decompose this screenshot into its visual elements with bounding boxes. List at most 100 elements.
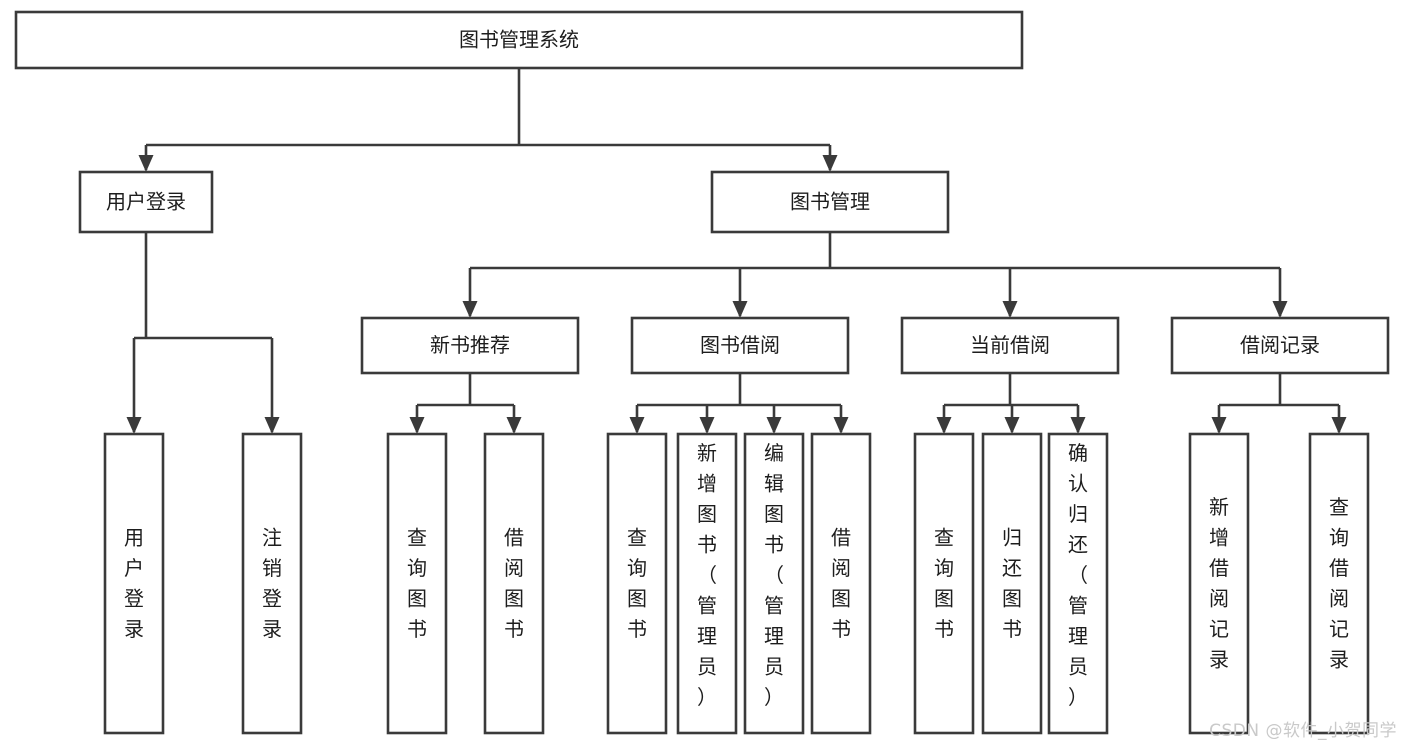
vertical-char: 图 xyxy=(934,587,954,611)
vertical-char: 阅 xyxy=(1329,587,1349,611)
arrow-head-icon xyxy=(1211,417,1227,434)
vertical-char: 录 xyxy=(1209,648,1229,672)
node-leaf-user-login-box[interactable] xyxy=(103,432,165,735)
vertical-char: 理 xyxy=(1068,624,1088,648)
node-book-borrow-box[interactable] xyxy=(630,316,850,375)
arrow-head-icon xyxy=(138,155,154,172)
vertical-char: 查 xyxy=(934,526,954,550)
vertical-char: 销 xyxy=(262,556,282,580)
arrow-head-icon xyxy=(833,417,849,434)
vertical-char: 注 xyxy=(262,526,282,550)
arrow-head-icon xyxy=(409,417,425,434)
node-new-book-recommend-label: 新书推荐 xyxy=(430,333,510,357)
node-leaf-query-book-3-box[interactable] xyxy=(913,432,975,735)
node-leaf-borrow-book-1-box[interactable] xyxy=(483,432,545,735)
vertical-char: 归 xyxy=(1068,502,1088,526)
vertical-char: 图 xyxy=(697,502,717,526)
vertical-char: 查 xyxy=(627,526,647,550)
node-leaf-query-book-1-box[interactable] xyxy=(386,432,448,735)
node-leaf-return-book-box[interactable] xyxy=(981,432,1043,735)
arrow-head-icon xyxy=(936,417,952,434)
vertical-char: 员 xyxy=(1068,655,1088,679)
node-leaf-query-book-2-box[interactable] xyxy=(606,432,668,735)
arrow-head-icon xyxy=(732,301,748,318)
vertical-char: 查 xyxy=(1329,495,1349,519)
vertical-char: 书 xyxy=(697,533,717,557)
node-leaf-add-book-box[interactable] xyxy=(676,432,738,735)
vertical-char: 书 xyxy=(1002,617,1022,641)
vertical-char: 员 xyxy=(764,655,784,679)
vertical-char: 阅 xyxy=(831,556,851,580)
arrow-head-icon xyxy=(629,417,645,434)
node-leaf-borrow-book-2-box[interactable] xyxy=(810,432,872,735)
node-borrow-record-box[interactable] xyxy=(1170,316,1390,375)
node-user-login-label: 用户登录 xyxy=(106,190,186,214)
vertical-char: 还 xyxy=(1002,556,1022,580)
node-current-borrow-box[interactable] xyxy=(900,316,1120,375)
vertical-char: 图 xyxy=(764,502,784,526)
node-borrow-record-label: 借阅记录 xyxy=(1240,333,1320,357)
node-book-manage-label: 图书管理 xyxy=(790,190,870,214)
vertical-char: 书 xyxy=(407,617,427,641)
node-leaf-edit-book-box[interactable] xyxy=(743,432,805,735)
vertical-char: 编 xyxy=(764,441,784,465)
vertical-char: 借 xyxy=(1329,556,1349,580)
connectors-layer xyxy=(126,68,1347,434)
vertical-char: ） xyxy=(697,685,717,709)
vertical-char: 借 xyxy=(1209,556,1229,580)
node-leaf-user-login-label: 用户登录 xyxy=(124,526,144,642)
node-leaf-query-record-box[interactable] xyxy=(1308,432,1370,735)
vertical-char: 认 xyxy=(1068,472,1088,496)
vertical-char: 书 xyxy=(764,533,784,557)
vertical-char: 归 xyxy=(1002,526,1022,550)
vertical-char: 图 xyxy=(627,587,647,611)
arrow-head-icon xyxy=(506,417,522,434)
node-root-label: 图书管理系统 xyxy=(459,28,579,52)
vertical-char: 新 xyxy=(697,441,717,465)
arrow-head-icon xyxy=(1002,301,1018,318)
vertical-char: 员 xyxy=(697,655,717,679)
vertical-char: 辑 xyxy=(764,472,784,496)
vertical-char: 图 xyxy=(831,587,851,611)
vertical-char: 增 xyxy=(697,472,717,496)
vertical-char: 录 xyxy=(124,617,144,641)
arrow-head-icon xyxy=(699,417,715,434)
arrow-head-icon xyxy=(1004,417,1020,434)
vertical-char: 书 xyxy=(504,617,524,641)
arrow-head-icon xyxy=(766,417,782,434)
vertical-char: 确 xyxy=(1068,441,1088,465)
vertical-char: ） xyxy=(1068,685,1088,709)
node-leaf-confirm-return-box[interactable] xyxy=(1047,432,1109,735)
node-book-manage-box[interactable] xyxy=(710,170,950,234)
vertical-char: 图 xyxy=(1002,587,1022,611)
arrow-head-icon xyxy=(462,301,478,318)
node-root-box[interactable] xyxy=(14,10,1024,70)
vertical-char: ） xyxy=(764,685,784,709)
vertical-char: 新 xyxy=(1209,495,1229,519)
vertical-char: 登 xyxy=(124,587,144,611)
vertical-char: 询 xyxy=(1329,526,1349,550)
node-book-borrow-label: 图书借阅 xyxy=(700,333,780,357)
vertical-char: 记 xyxy=(1329,617,1349,641)
vertical-char: 询 xyxy=(627,556,647,580)
node-leaf-user-logout-box[interactable] xyxy=(241,432,303,735)
node-new-book-recommend-box[interactable] xyxy=(360,316,580,375)
node-user-login-box[interactable] xyxy=(78,170,214,234)
node-current-borrow-label: 当前借阅 xyxy=(970,333,1050,357)
vertical-char: 借 xyxy=(504,526,524,550)
node-leaf-add-record-box[interactable] xyxy=(1188,432,1250,735)
arrow-head-icon xyxy=(264,417,280,434)
vertical-char: 用 xyxy=(124,526,144,550)
vertical-char: 登 xyxy=(262,587,282,611)
vertical-char: 询 xyxy=(934,556,954,580)
boxes-layer: 图书管理系统用户登录图书管理新书推荐图书借阅当前借阅借阅记录用户登录注销登录查询… xyxy=(14,10,1390,735)
vertical-char: 理 xyxy=(764,624,784,648)
